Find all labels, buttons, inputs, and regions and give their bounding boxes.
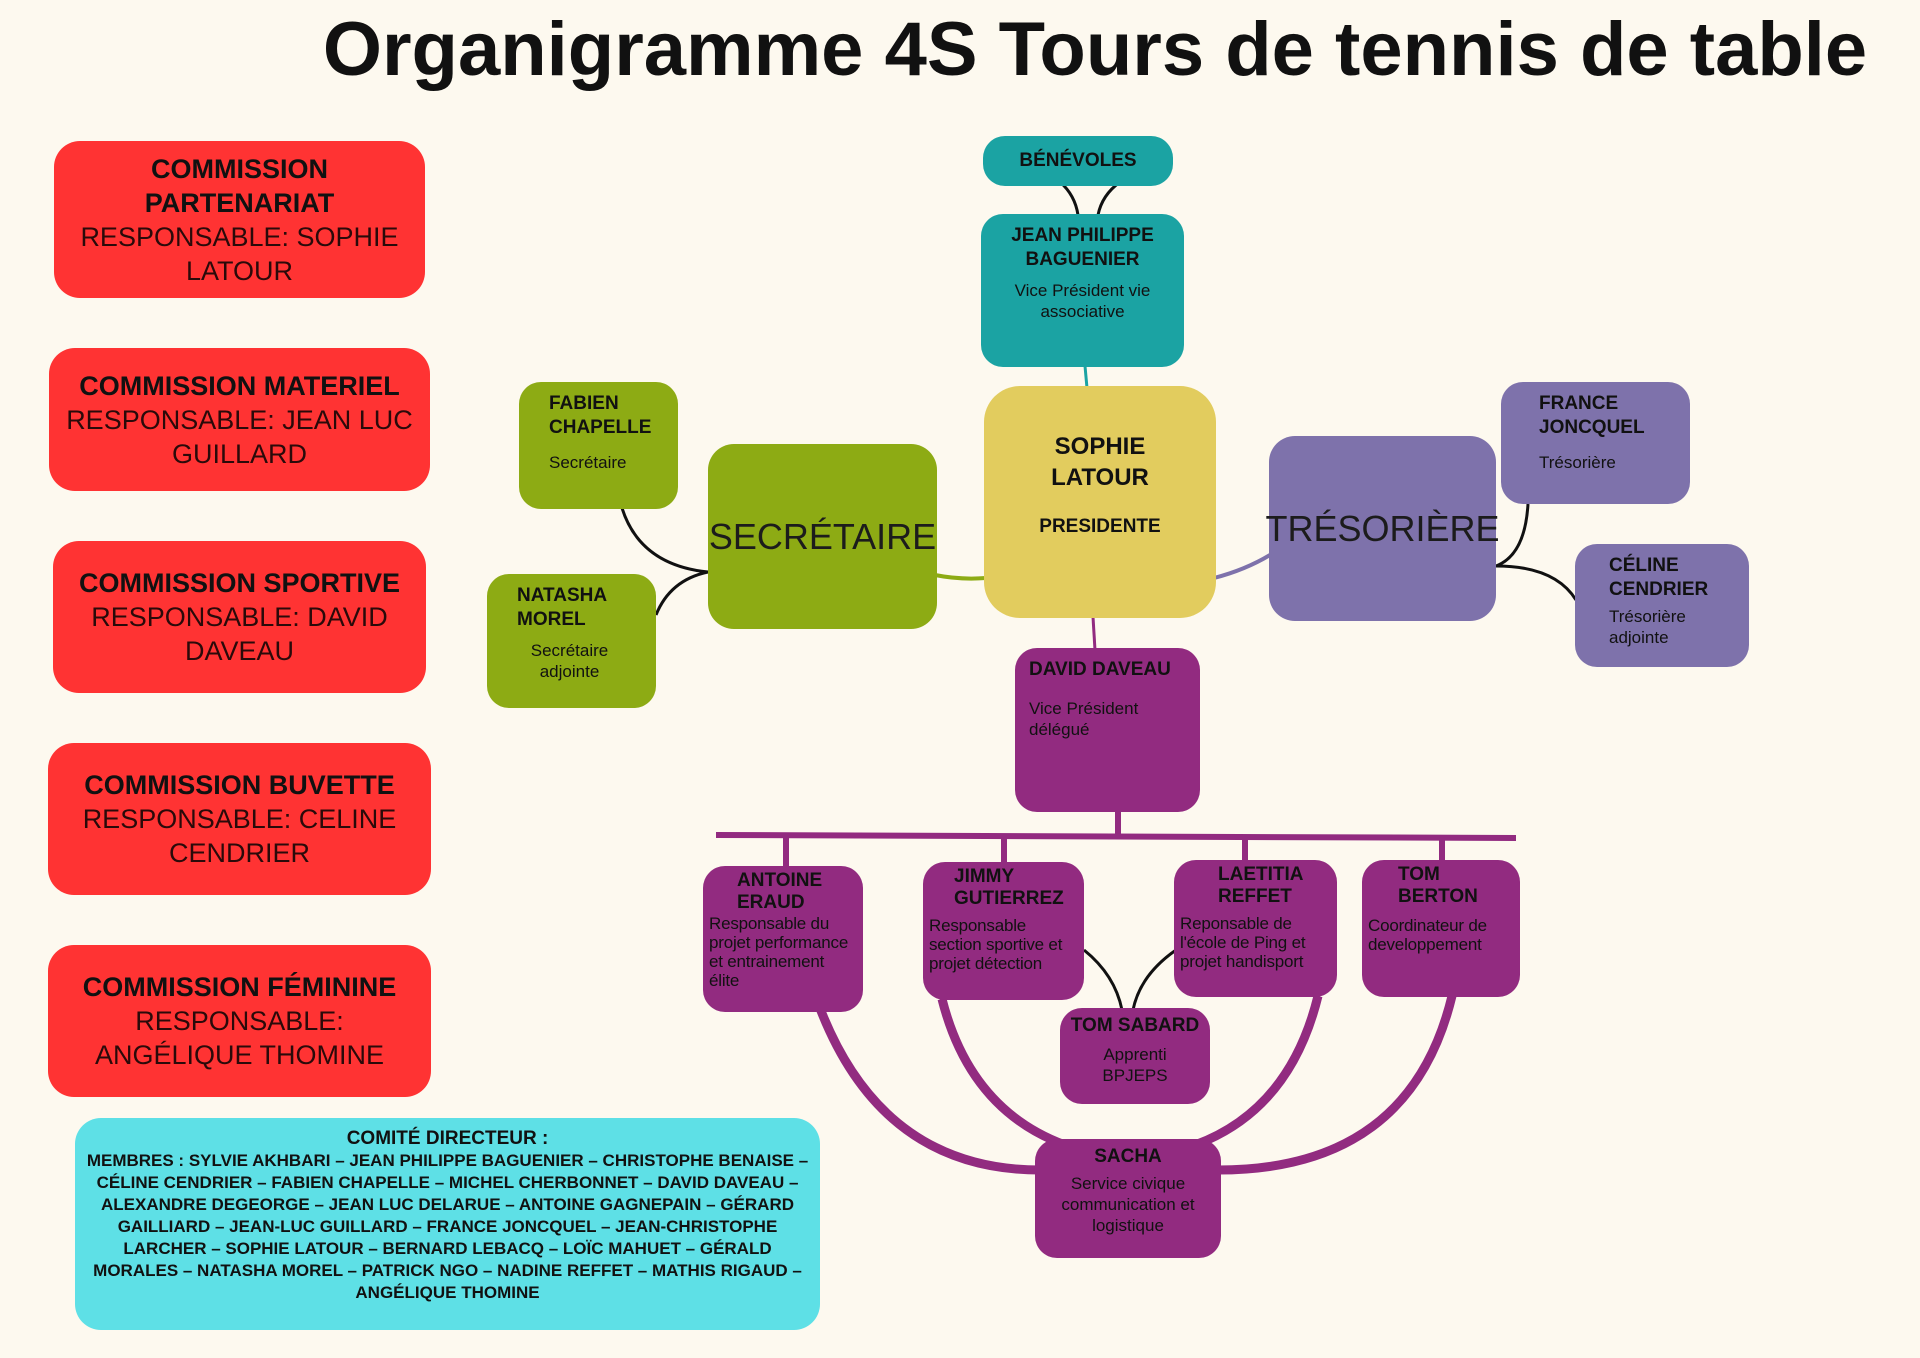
node-gutierrez: JIMMY GUTIERREZ Responsable section sport… xyxy=(923,862,1084,1000)
node-role: Trésorière adjointe xyxy=(1609,607,1686,647)
node-morel: NATASHA MOREL Secrétaire adjointe xyxy=(487,574,656,708)
node-sacha: SACHA Service civique communication et lo… xyxy=(1035,1139,1221,1258)
node-baguenier: JEAN PHILIPPE BAGUENIER Vice Président vi… xyxy=(981,214,1184,367)
node-sabard: TOM SABARD Apprenti BPJEPS xyxy=(1060,1008,1210,1104)
node-name: TOM BERTON xyxy=(1398,864,1478,907)
commission-feminine: COMMISSION FÉMININE RESPONSABLE: ANGÉLIQU… xyxy=(48,945,431,1097)
node-name: BÉNÉVOLES xyxy=(1019,150,1137,171)
node-role: Secrétaire adjointe xyxy=(530,641,609,681)
commission-name: COMMISSION FÉMININE xyxy=(82,972,397,1002)
node-reffet: LAETITIA REFFET Reponsable de l'école de … xyxy=(1174,860,1337,997)
node-role: Reponsable de l'école de Ping et projet … xyxy=(1180,914,1306,971)
node-tresoriere: TRÉSORIÈRE xyxy=(1265,436,1500,621)
commission-buvette: COMMISSION BUVETTE RESPONSABLE: CELINE CE… xyxy=(48,743,431,895)
node-joncquel: FRANCE JONCQUEL Trésorière xyxy=(1501,382,1690,504)
node-role: Vice Président délégué xyxy=(1029,699,1139,739)
node-name: FRANCE JONCQUEL xyxy=(1539,393,1645,438)
commission-sportive: COMMISSION SPORTIVE RESPONSABLE: DAVID DA… xyxy=(53,541,426,693)
node-name: NATASHA MOREL xyxy=(517,585,607,630)
node-role: PRESIDENTE xyxy=(1039,516,1161,537)
node-berton: TOM BERTON Coordinateur de developpement xyxy=(1362,860,1520,997)
commission-name: COMMISSION MATERIEL xyxy=(79,370,400,401)
node-name: CÉLINE CENDRIER xyxy=(1609,555,1709,600)
commission-responsable: RESPONSABLE: SOPHIE LATOUR xyxy=(80,221,399,286)
node-role: Apprenti BPJEPS xyxy=(1102,1045,1168,1085)
node-role: Trésorière xyxy=(1539,453,1616,472)
node-name: LAETITIA REFFET xyxy=(1218,864,1303,907)
node-daveau: DAVID DAVEAU Vice Président délégué xyxy=(1015,648,1200,812)
commission-name: COMMISSION PARTENARIAT xyxy=(144,153,335,218)
page-title: Organigramme 4S Tours de tennis de table xyxy=(322,7,1868,92)
node-role: Vice Président vie associative xyxy=(1014,281,1151,321)
node-name: SOPHIE LATOUR xyxy=(1051,433,1149,491)
node-cendrier: CÉLINE CENDRIER Trésorière adjointe xyxy=(1575,544,1749,667)
node-role: Responsable section sportive et projet d… xyxy=(929,916,1063,973)
node-name: SECRÉTAIRE xyxy=(708,516,937,557)
node-role: Coordinateur de developpement xyxy=(1368,916,1487,954)
comite-directeur: COMITÉ DIRECTEUR :MEMBRES : SYLVIE AKHBA… xyxy=(75,1118,820,1330)
node-name: FABIEN CHAPELLE xyxy=(549,393,652,438)
node-role: Secrétaire xyxy=(549,453,627,472)
node-name: TOM SABARD xyxy=(1070,1015,1200,1036)
comite-title: COMITÉ DIRECTEUR : xyxy=(346,1128,549,1149)
comite-members: MEMBRES : SYLVIE AKHBARI – JEAN PHILIPPE… xyxy=(86,1151,809,1302)
commission-responsable: RESPONSABLE: DAVID DAVEAU xyxy=(91,602,388,666)
node-name: JIMMY GUTIERREZ xyxy=(954,866,1064,909)
node-name: TRÉSORIÈRE xyxy=(1265,508,1500,549)
commission-name: COMMISSION SPORTIVE xyxy=(78,568,401,598)
commission-responsable: RESPONSABLE: ANGÉLIQUE THOMINE xyxy=(94,1006,385,1070)
node-role: Service civique communication et logisti… xyxy=(1061,1174,1195,1235)
node-secretaire: SECRÉTAIRE xyxy=(708,444,937,629)
commission-name: COMMISSION BUVETTE xyxy=(84,770,395,800)
node-role: Responsable du projet performance et ent… xyxy=(709,914,849,990)
node-name: SACHA xyxy=(1094,1146,1162,1167)
node-name: ANTOINE ERAUD xyxy=(737,870,823,913)
node-name: DAVID DAVEAU xyxy=(1029,659,1171,680)
node-benevoles: BÉNÉVOLES xyxy=(983,136,1173,186)
node-name: JEAN PHILIPPE BAGUENIER xyxy=(1011,225,1154,270)
commission-responsable: RESPONSABLE: CELINE CENDRIER xyxy=(82,804,397,868)
commission-responsable: RESPONSABLE: JEAN LUC GUILLARD xyxy=(66,404,413,469)
node-latour: SOPHIE LATOUR PRESIDENTE xyxy=(984,386,1216,618)
node-chapelle: FABIEN CHAPELLE Secrétaire xyxy=(519,382,678,509)
